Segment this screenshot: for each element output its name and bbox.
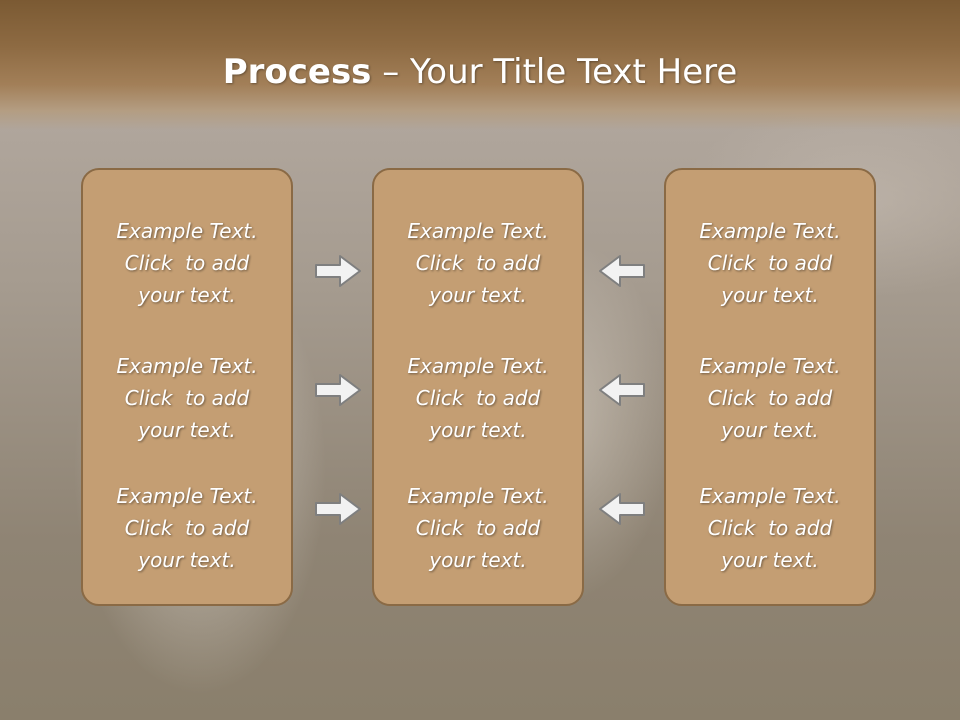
text-line: your text. xyxy=(138,418,236,442)
text-block[interactable]: Example Text. Click to add your text. xyxy=(374,480,582,576)
text-line: Click to add xyxy=(707,516,833,540)
text-line: your text. xyxy=(429,418,527,442)
center-text-box[interactable]: Example Text. Click to add your text. Ex… xyxy=(372,168,584,606)
arrow-left-icon xyxy=(599,374,645,406)
text-line: Example Text. xyxy=(407,354,549,378)
text-line: your text. xyxy=(138,548,236,572)
text-line: Click to add xyxy=(124,386,250,410)
text-line: Example Text. xyxy=(407,219,549,243)
text-line: your text. xyxy=(721,283,819,307)
right-text-box[interactable]: Example Text. Click to add your text. Ex… xyxy=(664,168,876,606)
text-line: Example Text. xyxy=(699,219,841,243)
text-line: your text. xyxy=(721,418,819,442)
arrow-right-icon xyxy=(315,374,361,406)
text-line: your text. xyxy=(138,283,236,307)
text-line: Click to add xyxy=(415,386,541,410)
text-line: your text. xyxy=(721,548,819,572)
text-block[interactable]: Example Text. Click to add your text. xyxy=(83,350,291,446)
title-bar xyxy=(0,0,960,130)
text-line: Click to add xyxy=(124,516,250,540)
text-line: Example Text. xyxy=(699,484,841,508)
text-line: Click to add xyxy=(124,251,250,275)
text-line: Click to add xyxy=(415,516,541,540)
left-text-box[interactable]: Example Text. Click to add your text. Ex… xyxy=(81,168,293,606)
text-block[interactable]: Example Text. Click to add your text. xyxy=(374,215,582,311)
arrow-right-icon xyxy=(315,493,361,525)
arrow-left-icon xyxy=(599,255,645,287)
text-line: Example Text. xyxy=(699,354,841,378)
text-line: Example Text. xyxy=(116,484,258,508)
text-line: Example Text. xyxy=(407,484,549,508)
text-line: Click to add xyxy=(707,251,833,275)
text-line: Click to add xyxy=(707,386,833,410)
arrow-left-icon xyxy=(599,493,645,525)
text-line: Click to add xyxy=(415,251,541,275)
text-block[interactable]: Example Text. Click to add your text. xyxy=(666,350,874,446)
text-line: your text. xyxy=(429,283,527,307)
text-line: Example Text. xyxy=(116,354,258,378)
title-rest: – Your Title Text Here xyxy=(371,52,738,92)
text-block[interactable]: Example Text. Click to add your text. xyxy=(83,215,291,311)
text-line: your text. xyxy=(429,548,527,572)
text-block[interactable]: Example Text. Click to add your text. xyxy=(374,350,582,446)
text-line: Example Text. xyxy=(116,219,258,243)
slide-title[interactable]: Process – Your Title Text Here xyxy=(0,52,960,92)
text-block[interactable]: Example Text. Click to add your text. xyxy=(666,480,874,576)
text-block[interactable]: Example Text. Click to add your text. xyxy=(83,480,291,576)
text-block[interactable]: Example Text. Click to add your text. xyxy=(666,215,874,311)
title-bold: Process xyxy=(222,52,372,92)
arrow-right-icon xyxy=(315,255,361,287)
